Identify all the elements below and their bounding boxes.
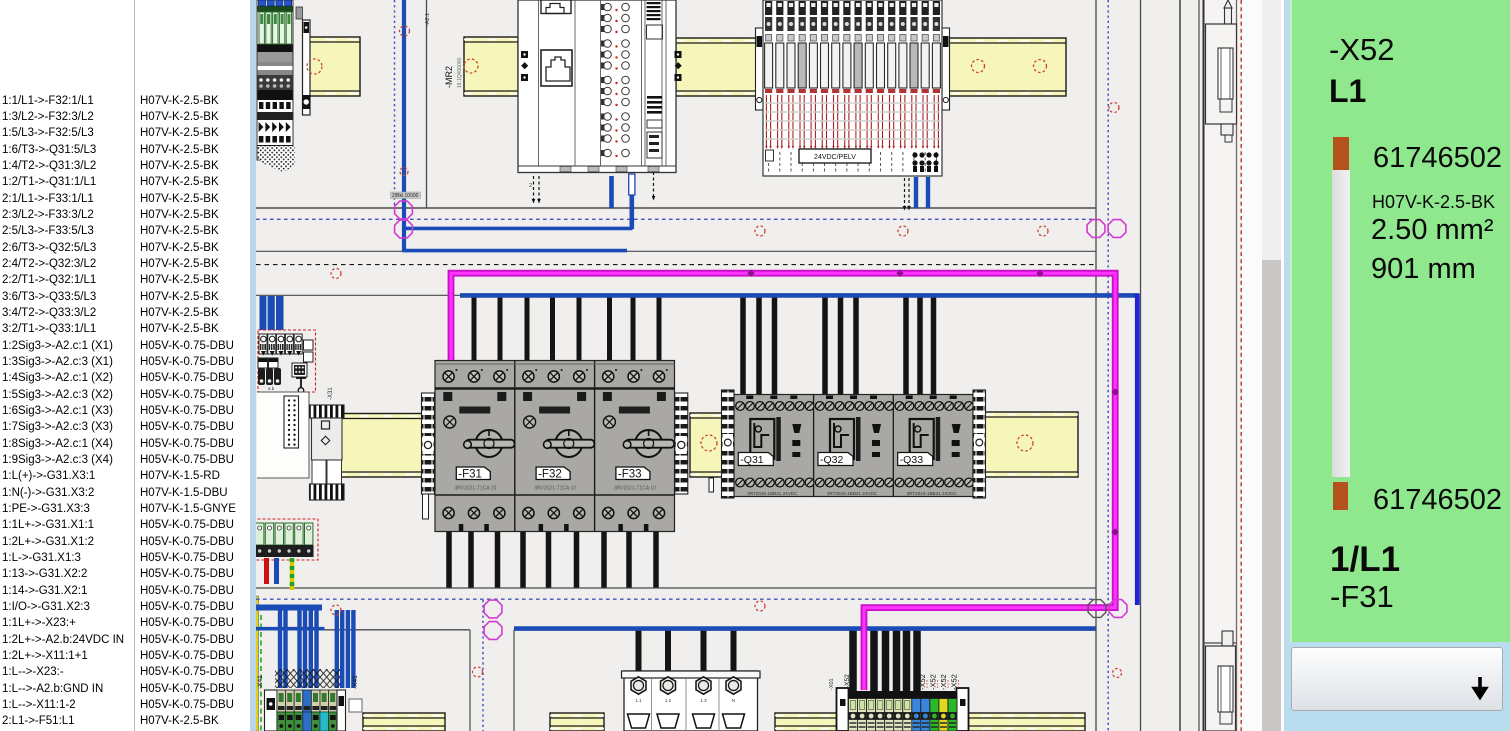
svg-text:-X52: -X52 xyxy=(929,674,938,690)
svg-text:3RV2021-T1CA 10: 3RV2021-T1CA 10 xyxy=(454,486,496,492)
svg-text:-X41: -X41 xyxy=(352,675,359,689)
svg-text:3RV2021-T1CA 10: 3RV2021-T1CA 10 xyxy=(534,486,576,492)
svg-text:N: N xyxy=(732,698,735,703)
svg-text:19.1Q#00000: 19.1Q#00000 xyxy=(457,57,463,88)
svg-text:-A2.1: -A2.1 xyxy=(425,13,431,26)
svg-text:-X52: -X52 xyxy=(918,674,927,690)
svg-text:24VDC/PELV: 24VDC/PELV xyxy=(814,154,856,161)
svg-text:1.3: 1.3 xyxy=(700,698,707,703)
svg-text:1.1: 1.1 xyxy=(635,698,642,703)
svg-text:3RV2021-T1CA 10: 3RV2021-T1CA 10 xyxy=(614,486,656,492)
svg-text:2: 2 xyxy=(529,183,532,189)
svg-text:-MR2: -MR2 xyxy=(444,66,454,88)
svg-text:-X41: -X41 xyxy=(257,675,264,689)
svg-text:2/Bkl.10000: 2/Bkl.10000 xyxy=(392,193,419,199)
svg-text:-X31: -X31 xyxy=(328,387,334,400)
svg-text:3RT2015-1BB41 24VDC: 3RT2015-1BB41 24VDC xyxy=(827,491,878,496)
svg-text:-F32: -F32 xyxy=(538,469,562,481)
svg-text:a b: a b xyxy=(268,386,275,391)
svg-text:-Q32: -Q32 xyxy=(820,454,844,466)
svg-text:-F33: -F33 xyxy=(618,469,642,481)
svg-text:-X52: -X52 xyxy=(950,674,959,690)
svg-text:-F31: -F31 xyxy=(458,469,482,481)
svg-text:-Q31: -Q31 xyxy=(740,454,764,466)
svg-text:-X52: -X52 xyxy=(844,674,851,688)
svg-text:-X01: -X01 xyxy=(829,678,835,690)
svg-text:-Q33: -Q33 xyxy=(900,454,924,466)
svg-text:1.2: 1.2 xyxy=(665,698,672,703)
svg-text:3RT2015-1BB41 24VDC: 3RT2015-1BB41 24VDC xyxy=(747,491,798,496)
svg-text:-X52: -X52 xyxy=(939,674,948,690)
svg-text:3RT2015-1BB41 24VDC: 3RT2015-1BB41 24VDC xyxy=(907,491,958,496)
